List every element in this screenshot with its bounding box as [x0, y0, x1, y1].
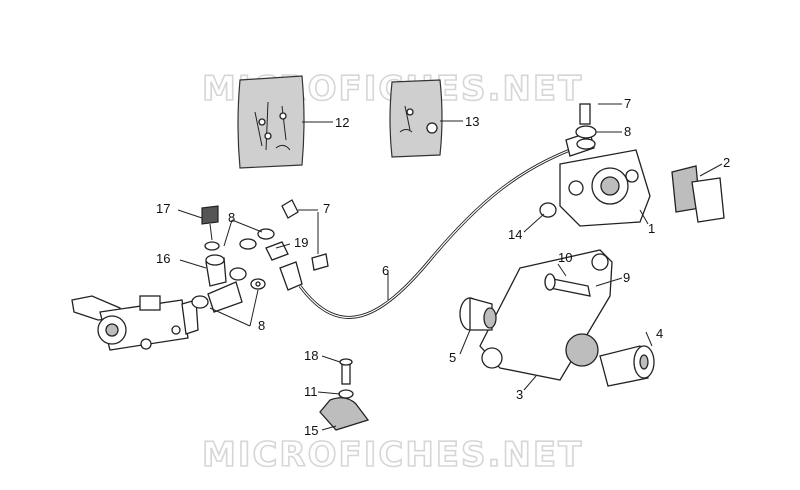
callout-4: 4	[656, 326, 663, 341]
bushing-part-4	[565, 333, 655, 387]
callout-8-top: 8	[624, 124, 631, 139]
callout-6: 6	[382, 263, 389, 278]
callout-7-top: 7	[624, 96, 631, 111]
hose-clip	[319, 358, 370, 431]
callout-7-left: 7	[323, 201, 330, 216]
master-cylinder	[71, 295, 199, 351]
brake-pads	[671, 165, 725, 223]
callouts: 12 13 7 8 2 1 14 10 9 4 5 3 6 17 8 7 19 …	[156, 96, 730, 438]
bushing-part-5	[459, 297, 497, 331]
banjo-fittings-left	[191, 199, 329, 313]
callout-18: 18	[304, 348, 318, 363]
callout-11: 11	[304, 384, 318, 399]
callout-13: 13	[465, 114, 479, 129]
callout-14: 14	[508, 227, 522, 242]
callout-19: 19	[294, 235, 308, 250]
brake-caliper	[539, 103, 651, 227]
callout-17: 17	[156, 201, 170, 216]
part-13-hardware-bag	[389, 79, 443, 158]
callout-16: 16	[156, 251, 170, 266]
callout-8-bottom: 8	[258, 318, 265, 333]
callout-5: 5	[449, 350, 456, 365]
watermark-bottom: MICROFICHES.NET	[202, 435, 583, 475]
callout-12: 12	[335, 115, 349, 130]
part-12-hardware-bag	[237, 75, 305, 169]
callout-2: 2	[723, 155, 730, 170]
callout-15: 15	[304, 423, 318, 438]
callout-8-left: 8	[228, 210, 235, 225]
callout-9: 9	[623, 270, 630, 285]
leader-lines	[177, 103, 723, 431]
callout-3: 3	[516, 387, 523, 402]
callout-10: 10	[558, 250, 572, 265]
callout-1: 1	[648, 221, 655, 236]
